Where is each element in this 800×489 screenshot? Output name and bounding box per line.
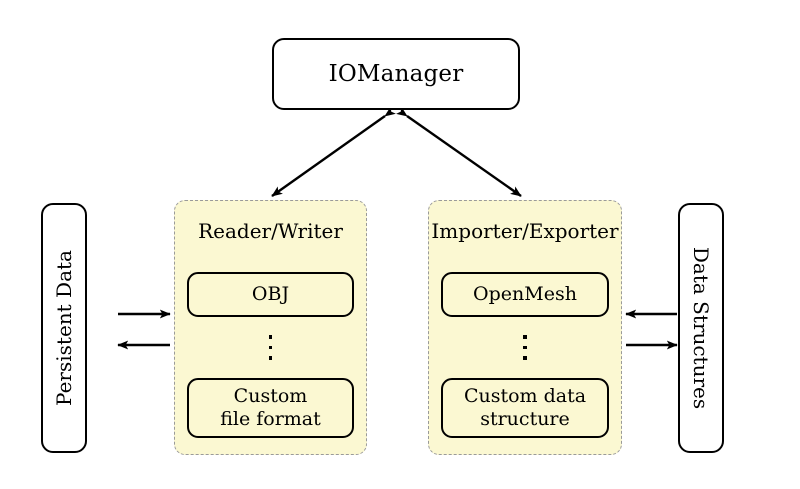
plugin-custom-file-format[interactable]: Custom file format <box>187 378 354 438</box>
plugin-custom-file-format-label-line2: file format <box>220 408 321 430</box>
plugin-openmesh-label: OpenMesh <box>473 282 577 305</box>
persistent-data-label: Persistent Data <box>52 250 77 406</box>
plugin-obj-label: OBJ <box>251 282 290 305</box>
plugin-obj[interactable]: OBJ <box>187 272 354 317</box>
edge-iomanager-importerexporter <box>396 106 522 197</box>
node-data-structures[interactable]: Data Structures <box>678 203 724 453</box>
plugin-custom-file-format-label-line1: Custom <box>233 384 308 407</box>
iomanager-label: IOManager <box>328 61 464 87</box>
data-structures-label: Data Structures <box>689 246 713 410</box>
importer-exporter-ellipsis-icon <box>429 335 621 360</box>
plugin-custom-data-structure[interactable]: Custom data structure <box>441 378 609 438</box>
group-importer-exporter-title: Importer/Exporter <box>431 219 619 243</box>
reader-writer-ellipsis-icon <box>175 335 366 360</box>
group-reader-writer[interactable]: Reader/Writer OBJ Custom file format <box>174 200 367 455</box>
group-importer-exporter[interactable]: Importer/Exporter OpenMesh Custom data s… <box>428 200 622 455</box>
plugin-custom-data-structure-label-line2: structure <box>480 408 570 430</box>
node-persistent-data[interactable]: Persistent Data <box>41 203 87 453</box>
group-reader-writer-title: Reader/Writer <box>198 219 343 243</box>
plugin-custom-data-structure-label-line1: Custom data <box>463 384 587 407</box>
node-iomanager[interactable]: IOManager <box>272 38 520 110</box>
plugin-openmesh[interactable]: OpenMesh <box>441 272 609 317</box>
edge-iomanager-readerwriter <box>271 106 396 197</box>
